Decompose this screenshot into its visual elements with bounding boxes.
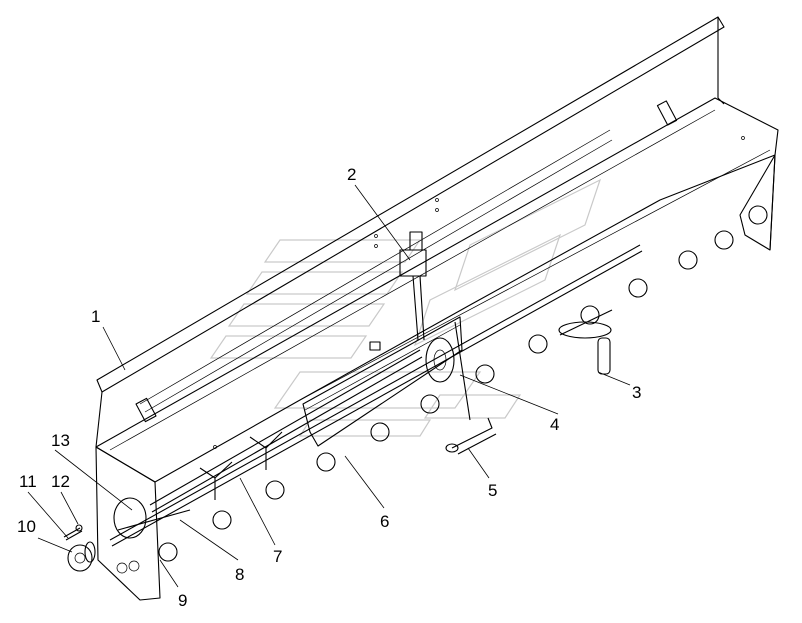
partition-panel (302, 316, 463, 447)
callout-9: 9 (178, 591, 187, 610)
hopper-box (95, 97, 779, 601)
control-lever (558, 309, 613, 375)
adjust-levers (199, 431, 283, 500)
lid (95, 16, 725, 448)
callout-13: 13 (51, 431, 70, 450)
callout-8: 8 (235, 565, 244, 584)
watermark-logo-icon (209, 178, 602, 437)
callout-6: 6 (380, 512, 389, 531)
left-hub (113, 497, 191, 539)
callout-11: 11 (19, 472, 37, 491)
callout-12: 12 (51, 472, 70, 491)
callout-4: 4 (550, 415, 559, 434)
callout-1: 1 (91, 307, 100, 326)
callout-5: 5 (488, 481, 497, 500)
lid-hinges (135, 100, 678, 423)
leader-lines (27, 184, 631, 588)
callout-2: 2 (347, 165, 356, 184)
shafts (109, 244, 643, 547)
callout-3: 3 (632, 383, 641, 402)
bracket-assembly (399, 231, 427, 341)
callout-10: 10 (17, 517, 36, 536)
seed-meters (158, 205, 768, 562)
sprocket-parts (63, 524, 96, 572)
callout-7: 7 (273, 547, 282, 566)
callout-labels: 1 2 3 4 5 6 7 8 9 10 11 12 13 (17, 165, 641, 610)
crank-handle (445, 417, 497, 455)
drive-wheel (425, 321, 471, 421)
